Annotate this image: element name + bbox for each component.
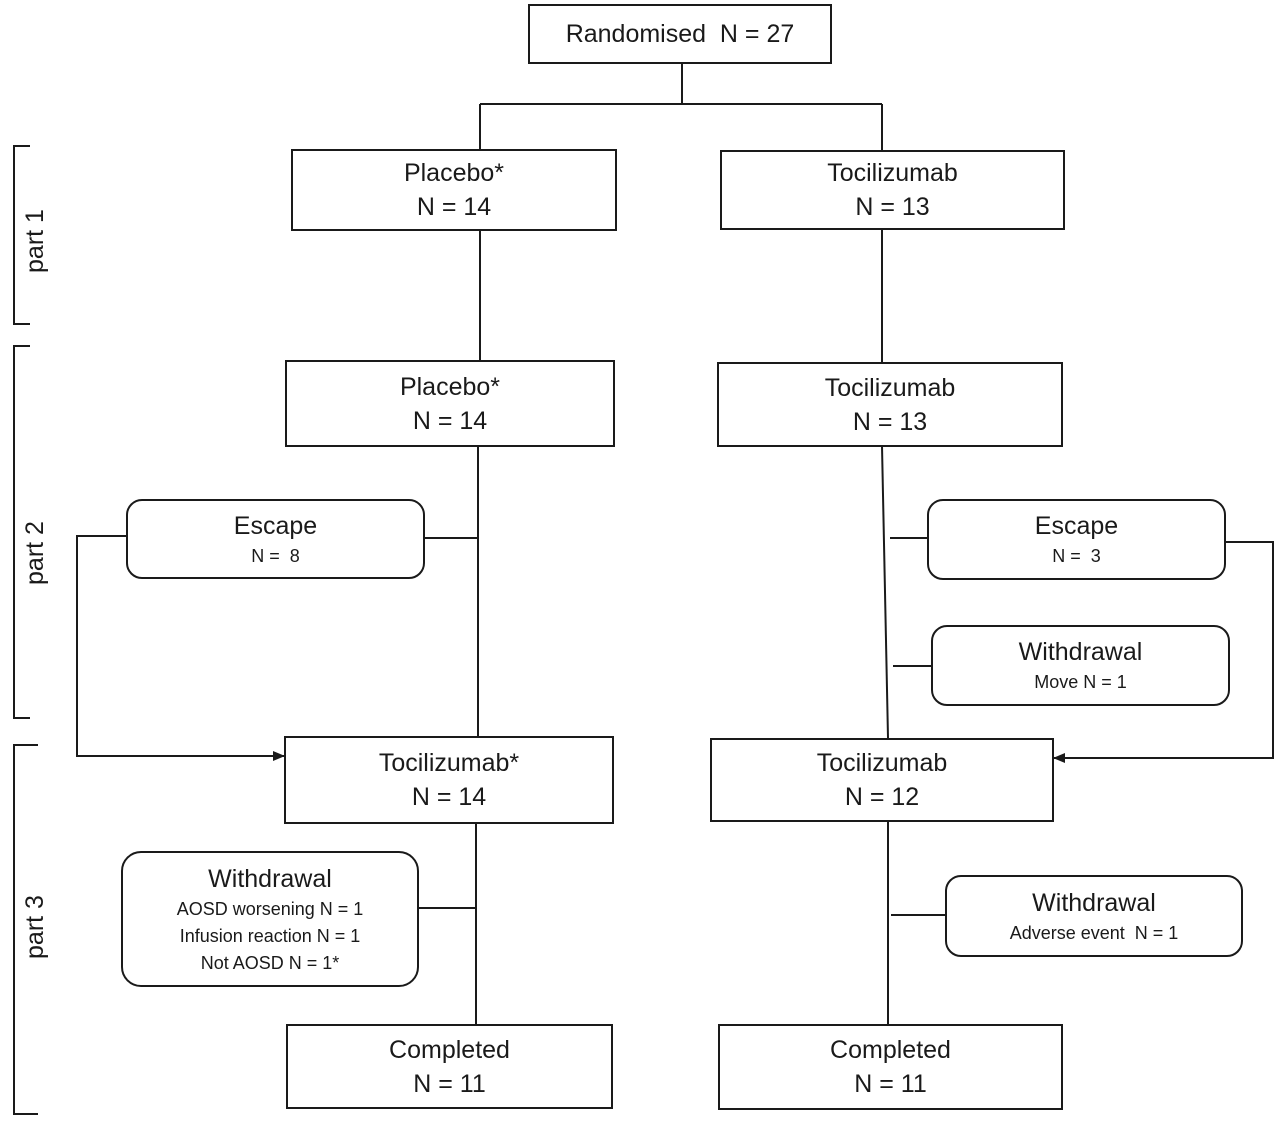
part3-right-withdrawal-detail: Adverse event N = 1 [1009, 922, 1179, 943]
completed-left-title: Completed [389, 1035, 510, 1064]
part3-tocilizumab-star-box: Tocilizumab* N = 14 [284, 736, 614, 824]
part3-left-withdrawal-box: Withdrawal AOSD worsening N = 1 Infusion… [121, 851, 419, 987]
right-escape-arrow-path [1053, 541, 1274, 763]
part2-left-escape-n: N = 8 [251, 545, 300, 566]
part2-left-escape-box: Escape N = 8 [126, 499, 425, 579]
part2-placebo-box: Placebo* N = 14 [285, 360, 615, 447]
part2-right-escape-box: Escape N = 3 [927, 499, 1226, 580]
part2-right-escape-n: N = 3 [1052, 546, 1101, 566]
part3-left-withdrawal-line-2: Infusion reaction N = 1 [179, 925, 361, 946]
part3-right-withdrawal-box: Withdrawal Adverse event N = 1 [945, 875, 1243, 957]
part2-right-withdrawal-box: Withdrawal Move N = 1 [931, 625, 1230, 706]
part2-tocilizumab-title: Tocilizumab [824, 373, 956, 402]
part1-placebo-box: Placebo* N = 14 [291, 149, 617, 231]
part3-tocilizumab-star-n: N = 14 [411, 783, 487, 811]
part3-tocilizumab-star-title: Tocilizumab* [378, 749, 520, 777]
part2-right-withdrawal-title: Withdrawal [1018, 638, 1143, 666]
part1-label: part 1 [21, 197, 51, 285]
part2-left-escape-title: Escape [233, 511, 318, 540]
part1-bracket [13, 145, 30, 325]
part3-left-withdrawal-title: Withdrawal [208, 864, 332, 893]
part1-tocilizumab-box: Tocilizumab N = 13 [720, 150, 1065, 230]
part2-bracket [13, 345, 30, 719]
part3-bracket [13, 744, 38, 1115]
randomised-title: Randomised N = 27 [565, 20, 795, 48]
part1-tocilizumab-n: N = 13 [855, 193, 930, 221]
part3-left-withdrawal-line-3: Not AOSD N = 1* [200, 952, 340, 973]
part2-right-withdrawal-detail: Move N = 1 [1034, 672, 1127, 692]
left-escape-arrow-path [76, 535, 285, 761]
completed-right-n: N = 11 [854, 1070, 927, 1098]
part3-right-withdrawal-title: Withdrawal [1032, 888, 1156, 917]
part1-tocilizumab-title: Tocilizumab [827, 159, 958, 187]
part2-right-escape-title: Escape [1034, 512, 1119, 540]
completed-left-box: Completed N = 11 [286, 1024, 613, 1109]
completed-right-box: Completed N = 11 [718, 1024, 1063, 1110]
part3-left-withdrawal-line-1: AOSD worsening N = 1 [176, 898, 364, 919]
right-part2-to-part3 [881, 445, 889, 739]
part2-tocilizumab-box: Tocilizumab N = 13 [717, 362, 1063, 447]
part3-tocilizumab-n: N = 12 [844, 783, 920, 811]
part3-tocilizumab-box: Tocilizumab N = 12 [710, 738, 1054, 822]
part1-placebo-n: N = 14 [416, 193, 492, 221]
part2-placebo-n: N = 14 [412, 406, 488, 435]
part1-placebo-title: Placebo* [403, 159, 505, 187]
part3-tocilizumab-title: Tocilizumab [816, 749, 948, 777]
completed-left-n: N = 11 [413, 1069, 486, 1098]
completed-right-title: Completed [830, 1036, 951, 1064]
part3-label: part 3 [21, 883, 51, 971]
part2-placebo-title: Placebo* [399, 372, 501, 401]
part2-label: part 2 [21, 509, 51, 597]
randomised-box: Randomised N = 27 [528, 4, 832, 64]
part2-tocilizumab-n: N = 13 [852, 407, 928, 436]
